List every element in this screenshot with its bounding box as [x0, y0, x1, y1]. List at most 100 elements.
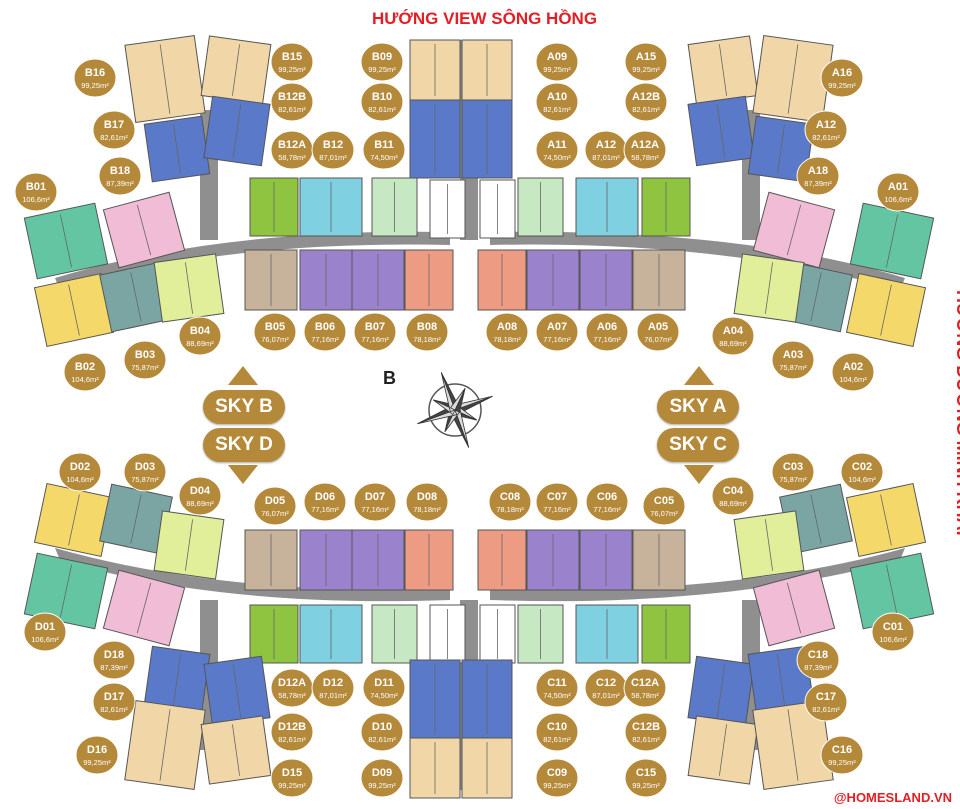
unit-area: 88,69m² [719, 499, 747, 508]
apartment-block [632, 249, 686, 311]
unit-badge-bg [178, 316, 222, 356]
unit-area: 87,01m² [319, 153, 347, 162]
apartment-block [143, 115, 211, 183]
unit-badge-bg [92, 682, 136, 722]
unit-area: 99,25m² [368, 781, 396, 790]
unit-area: 106,6m² [31, 635, 59, 644]
apartment-block [203, 95, 271, 167]
unit-badge-bg [23, 612, 67, 652]
apartment-wall [718, 44, 728, 96]
unit-code: C15 [636, 767, 656, 779]
unit-badge-bg [303, 482, 347, 522]
unit-code: D10 [372, 721, 392, 733]
unit-badge-bg [253, 312, 297, 352]
unit-badge-bg [92, 110, 136, 150]
unit-badge-bg [362, 130, 406, 170]
unit-code: C05 [654, 495, 674, 507]
apartment-block [404, 529, 454, 591]
apartment-block [641, 177, 691, 237]
title-top: HƯỚNG VIEW SÔNG HỒNG [372, 9, 598, 28]
unit-area: 76,07m² [650, 509, 678, 518]
unit-area: 88,69m² [719, 339, 747, 348]
apartment-block [409, 659, 461, 739]
unit-area: 88,69m² [186, 339, 214, 348]
unit-area: 82,61m² [543, 105, 571, 114]
unit-code: A06 [597, 321, 617, 333]
unit-area: 74,50m² [543, 153, 571, 162]
unit-code: C03 [783, 461, 803, 473]
unit-area: 77,16m² [543, 335, 571, 344]
corridor-3 [490, 548, 905, 602]
unit-area: 87,39m² [804, 663, 832, 672]
unit-badge-bg [73, 58, 117, 98]
unit-badge-bg [362, 668, 406, 708]
apartment-block [299, 529, 353, 591]
unit-area: 77,16m² [593, 335, 621, 344]
unit-badge-bg [804, 682, 848, 722]
unit-code: D06 [315, 491, 335, 503]
unit-badge-bg [796, 156, 840, 196]
unit-badge-bg [405, 312, 449, 352]
unit-badge-bg [771, 340, 815, 380]
apartment-wall [130, 272, 142, 322]
unit-code: D02 [70, 461, 90, 473]
unit-badge-bg [535, 42, 579, 82]
unit-code: B04 [190, 325, 211, 337]
unit-code: A09 [547, 51, 567, 63]
unit-area: 99,25m² [828, 758, 856, 767]
apartment-block [461, 39, 513, 101]
unit-area: 82,61m² [100, 705, 128, 714]
apartment-block [409, 99, 461, 179]
corridor-1 [490, 231, 905, 290]
unit-area: 75,87m² [131, 475, 159, 484]
unit-badge-d01: D01 106,6m² [23, 612, 67, 652]
sky-a-button[interactable]: SKY A [657, 390, 739, 424]
unit-code: B12B [278, 91, 306, 103]
unit-code: A04 [723, 325, 744, 337]
sky-c-button[interactable]: SKY C [657, 428, 739, 462]
unit-code: C02 [852, 461, 872, 473]
apartment-block [479, 179, 516, 239]
apartment-block [579, 529, 633, 591]
unit-code: B12A [278, 139, 306, 151]
apartment-block [429, 179, 466, 239]
unit-code: C12A [631, 677, 659, 689]
apartment-wall [776, 654, 786, 706]
unit-badge-bg [624, 82, 668, 122]
sky-d-button[interactable]: SKY D [203, 428, 285, 462]
sky-b-button[interactable]: SKY B [203, 390, 285, 424]
apartment-block [845, 272, 927, 348]
unit-badge-bg [624, 712, 668, 752]
apartment-block [249, 604, 299, 664]
unit-code: D12A [278, 677, 306, 689]
apartment-wall [787, 709, 799, 781]
apartment-wall [184, 519, 194, 571]
unit-area: 77,16m² [361, 335, 389, 344]
apartment-block [124, 34, 206, 124]
unit-badge-bg [771, 452, 815, 492]
unit-code: A08 [497, 321, 517, 333]
unit-code: D01 [35, 621, 55, 633]
unit-badge-bg [270, 758, 314, 798]
unit-code: A01 [888, 181, 908, 193]
apartment-block [477, 249, 527, 311]
unit-badge-bg [585, 482, 629, 522]
unit-area: 87,39m² [804, 179, 832, 188]
